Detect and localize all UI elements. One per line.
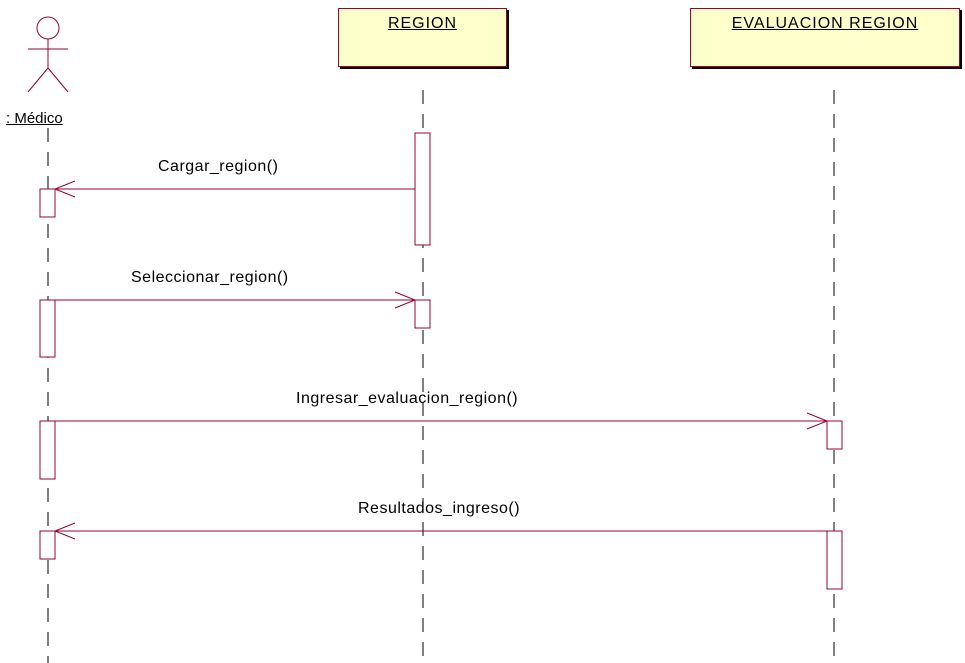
actor-figure [27, 16, 69, 93]
activation-actor-1 [39, 188, 56, 218]
message-label-2: Seleccionar_region() [131, 269, 289, 286]
activation-evaluacion-2 [826, 530, 843, 590]
object-region-box[interactable]: REGION [338, 8, 507, 67]
actor-label: : Médico [6, 110, 63, 127]
activation-actor-2 [39, 299, 56, 358]
activation-region-2 [414, 299, 431, 329]
message-label-3: Ingresar_evaluacion_region() [296, 390, 519, 407]
message-label-1: Cargar_region() [158, 158, 279, 175]
object-evaluacion-region-label: EVALUACION REGION [731, 15, 919, 32]
object-evaluacion-region-box[interactable]: EVALUACION REGION [690, 8, 960, 67]
message-arrow-4 [53, 522, 827, 540]
activation-actor-4 [39, 530, 56, 560]
activation-actor-3 [39, 420, 56, 480]
activation-evaluacion-1 [826, 420, 843, 450]
message-arrow-3 [55, 412, 829, 430]
object-region-label: REGION [387, 15, 458, 32]
message-arrow-2 [55, 291, 417, 309]
activation-region-1 [414, 132, 431, 246]
message-arrow-1 [53, 180, 415, 198]
message-label-4: Resultados_ingreso() [358, 500, 521, 517]
